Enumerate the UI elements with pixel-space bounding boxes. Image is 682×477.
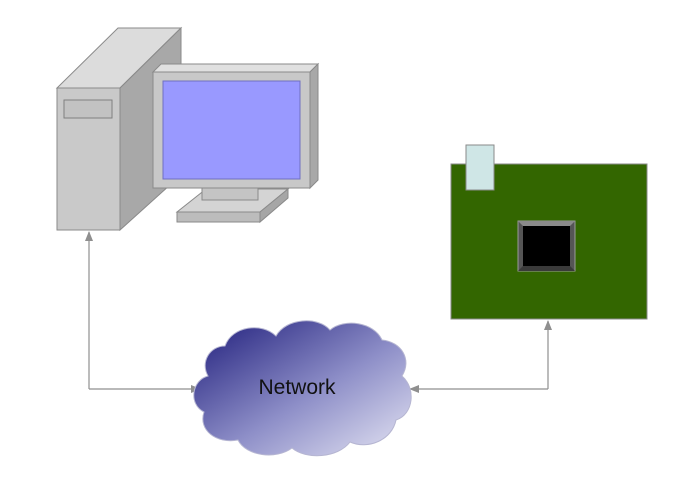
cloud-shape [193,320,412,457]
computer-icon [55,26,320,232]
monitor [151,62,320,224]
chip [517,220,576,272]
monitor-screen [162,80,301,180]
monitor-side [309,62,319,190]
network-cloud-icon: Network [193,320,412,457]
monitor-stand-base-front [176,211,261,223]
network-label: Network [258,376,336,399]
board-connector [465,144,495,191]
monitor-stand-base-side [259,187,289,224]
monitor-top-edge [151,63,320,73]
drive-bay [63,99,113,119]
circuit-board-icon [450,144,648,320]
